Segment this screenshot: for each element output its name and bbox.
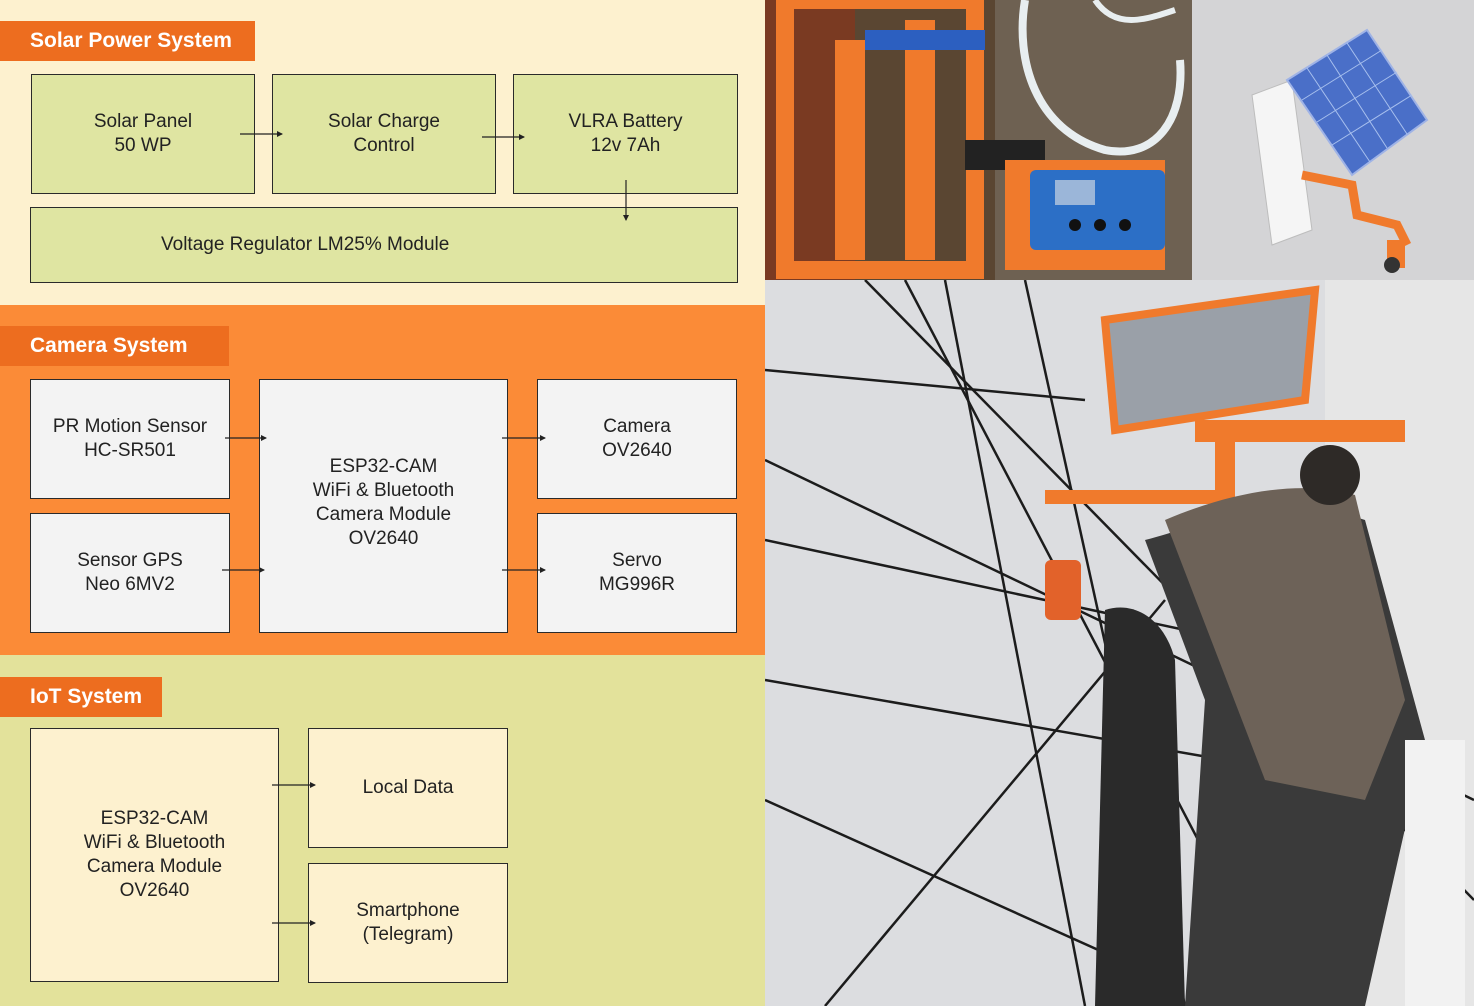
hardware-controller-photo xyxy=(765,0,1192,280)
battery-label: VLRA Battery xyxy=(568,111,683,132)
camera-block: Camera OV2640 xyxy=(537,379,737,499)
camera-model: OV2640 xyxy=(602,440,672,461)
esp32-label: ESP32-CAM xyxy=(329,456,438,477)
solar-panel-spec: 50 WP xyxy=(114,135,172,156)
smartphone-app-label: (Telegram) xyxy=(362,924,454,945)
servo-model: MG996R xyxy=(598,574,676,595)
charge-control-label-1: Solar Charge xyxy=(328,111,440,132)
voltage-regulator-block: Voltage Regulator LM25% Module xyxy=(30,207,738,283)
esp32-sensor-label: OV2640 xyxy=(348,528,419,549)
pir-sensor-model: HC-SR501 xyxy=(84,440,176,461)
local-data-label: Local Data xyxy=(362,777,454,798)
smartphone-block: Smartphone (Telegram) xyxy=(308,863,508,983)
smartphone-label: Smartphone xyxy=(356,900,460,921)
esp32-wifi-label: WiFi & Bluetooth xyxy=(312,480,455,501)
iot-esp32-wifi-label: WiFi & Bluetooth xyxy=(83,832,226,853)
gps-sensor-label: Sensor GPS xyxy=(77,550,183,571)
gps-sensor-block: Sensor GPS Neo 6MV2 xyxy=(30,513,230,633)
local-data-block: Local Data xyxy=(308,728,508,848)
iot-esp32-sensor-label: OV2640 xyxy=(119,880,190,901)
battery-block: VLRA Battery 12v 7Ah xyxy=(513,74,738,194)
solar-panel-label: Solar Panel xyxy=(93,111,193,132)
solar-mount-render xyxy=(1192,0,1474,280)
pole-installation-photo xyxy=(765,280,1474,1006)
camera-label: Camera xyxy=(603,416,671,437)
pir-sensor-label: PR Motion Sensor xyxy=(52,416,208,437)
iot-esp32-module-label: Camera Module xyxy=(86,856,223,877)
esp32-cam-block: ESP32-CAM WiFi & Bluetooth Camera Module… xyxy=(259,379,508,633)
servo-block: Servo MG996R xyxy=(537,513,737,633)
solar-power-title: Solar Power System xyxy=(0,21,255,61)
voltage-regulator-label: Voltage Regulator LM25% Module xyxy=(161,234,450,255)
iot-title: IoT System xyxy=(0,677,162,717)
gps-sensor-model: Neo 6MV2 xyxy=(85,574,175,595)
charge-control-label-2: Control xyxy=(353,135,415,156)
camera-title: Camera System xyxy=(0,326,229,366)
pir-sensor-block: PR Motion Sensor HC-SR501 xyxy=(30,379,230,499)
esp32-module-label: Camera Module xyxy=(315,504,452,525)
charge-control-block: Solar Charge Control xyxy=(272,74,496,194)
iot-esp32-label: ESP32-CAM xyxy=(100,808,209,829)
servo-label: Servo xyxy=(612,550,662,571)
iot-esp32-block: ESP32-CAM WiFi & Bluetooth Camera Module… xyxy=(30,728,279,982)
battery-spec: 12v 7Ah xyxy=(590,135,661,156)
solar-panel-block: Solar Panel 50 WP xyxy=(31,74,255,194)
